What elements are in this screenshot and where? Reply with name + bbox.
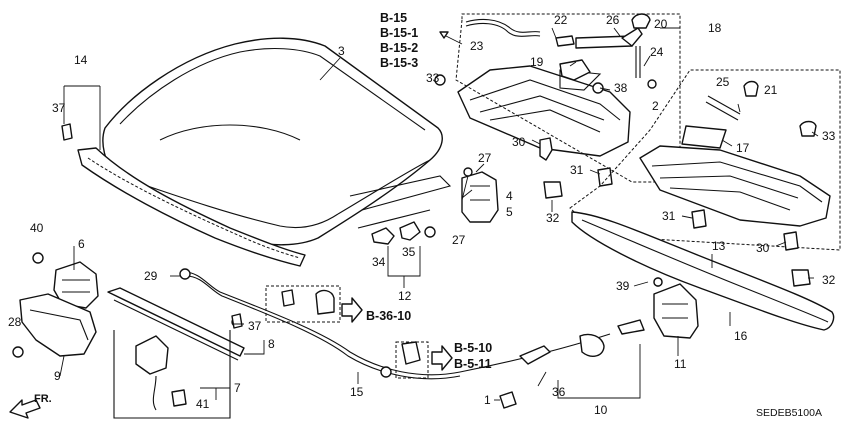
hood-reference-labels: B-15 B-15-1 B-15-2 B-15-3 bbox=[380, 11, 418, 70]
ref-b-36-10: B-36-10 bbox=[366, 309, 411, 323]
diagram-code: SEDEB5100A bbox=[756, 407, 822, 419]
callout-18: 18 bbox=[708, 21, 722, 35]
callout-8: 8 bbox=[268, 337, 275, 351]
callout-31b: 31 bbox=[662, 209, 676, 223]
hood-clips bbox=[371, 221, 436, 245]
rear-washer-parts bbox=[705, 80, 817, 137]
callout-40: 40 bbox=[30, 221, 44, 235]
callout-32b: 32 bbox=[822, 273, 836, 287]
hood-release-lever bbox=[653, 277, 699, 339]
callout-16: 16 bbox=[734, 329, 748, 343]
cable-ref-box bbox=[265, 285, 341, 323]
cable-ref-arrow bbox=[341, 297, 363, 323]
release-cable bbox=[183, 271, 645, 380]
callout-4: 4 bbox=[506, 189, 513, 203]
callout-33b: 33 bbox=[822, 129, 836, 143]
hood-hinge bbox=[461, 167, 499, 223]
callout-24: 24 bbox=[650, 45, 664, 59]
front-direction-arrow: FR. bbox=[9, 393, 52, 419]
cable-clip bbox=[499, 391, 517, 409]
callout-17: 17 bbox=[736, 141, 750, 155]
ref-b-15-2: B-15-2 bbox=[380, 41, 418, 55]
callout-9: 9 bbox=[54, 369, 61, 383]
callout-30a: 30 bbox=[512, 135, 526, 149]
cowl-top-lower bbox=[569, 69, 841, 251]
latch-ref-box bbox=[395, 341, 429, 379]
callout-41: 41 bbox=[196, 397, 210, 411]
callout-30b: 30 bbox=[756, 241, 770, 255]
callout-numbers: 3 14 37 40 6 28 9 29 37 8 7 41 15 12 34 … bbox=[8, 13, 836, 417]
callout-1: 1 bbox=[484, 393, 491, 407]
callout-21: 21 bbox=[764, 83, 778, 97]
cowl-clips-lower bbox=[691, 209, 811, 287]
callout-36: 36 bbox=[552, 385, 566, 399]
ref-b-5-11: B-5-11 bbox=[454, 357, 492, 371]
callout-28: 28 bbox=[8, 315, 22, 329]
callout-32a: 32 bbox=[546, 211, 560, 225]
ref-b-15-1: B-15-1 bbox=[380, 26, 418, 40]
cowl-seal bbox=[571, 211, 835, 331]
latch-reference-labels: B-5-10 B-5-11 bbox=[454, 341, 492, 371]
ref-b-15: B-15 bbox=[380, 11, 407, 25]
latch-bracket bbox=[12, 293, 97, 358]
ref-b-5-10: B-5-10 bbox=[454, 341, 492, 355]
callout-13: 13 bbox=[712, 239, 726, 253]
callout-26: 26 bbox=[606, 13, 620, 27]
callout-3: 3 bbox=[338, 44, 345, 58]
callout-31a: 31 bbox=[570, 163, 584, 177]
callout-27a: 27 bbox=[478, 151, 492, 165]
fasteners bbox=[61, 123, 663, 365]
callout-23: 23 bbox=[470, 39, 484, 53]
hood-support-rod bbox=[107, 287, 245, 361]
callout-5: 5 bbox=[506, 205, 513, 219]
hood-ref-arrowhead bbox=[439, 31, 449, 39]
latch-ref-arrow bbox=[431, 345, 453, 371]
callout-29: 29 bbox=[144, 269, 158, 283]
callout-6: 6 bbox=[78, 237, 85, 251]
callout-19: 19 bbox=[530, 55, 544, 69]
callout-37b: 37 bbox=[248, 319, 262, 333]
callout-7: 7 bbox=[234, 381, 241, 395]
latch-assembly bbox=[113, 330, 231, 419]
callout-38: 38 bbox=[614, 81, 628, 95]
callout-35: 35 bbox=[402, 245, 416, 259]
callout-14: 14 bbox=[74, 53, 88, 67]
hood-latch bbox=[32, 252, 99, 309]
callout-22: 22 bbox=[554, 13, 568, 27]
cowl-top-upper bbox=[455, 13, 681, 183]
callout-12: 12 bbox=[398, 289, 412, 303]
front-label: FR. bbox=[34, 393, 52, 405]
cowl-clips-upper bbox=[539, 137, 613, 199]
callout-37a: 37 bbox=[52, 101, 66, 115]
callout-20: 20 bbox=[654, 17, 668, 31]
callout-15: 15 bbox=[350, 385, 364, 399]
callout-10: 10 bbox=[594, 403, 608, 417]
callout-33: 33 bbox=[426, 71, 440, 85]
callout-2: 2 bbox=[652, 99, 659, 113]
callout-11: 11 bbox=[674, 357, 687, 371]
washer-hose-assembly bbox=[434, 13, 657, 94]
ref-b-15-3: B-15-3 bbox=[380, 56, 418, 70]
callout-25: 25 bbox=[716, 75, 730, 89]
callout-39: 39 bbox=[616, 279, 630, 293]
leader-lines bbox=[59, 27, 819, 401]
hood-front-seal bbox=[77, 147, 306, 267]
callout-34: 34 bbox=[372, 255, 386, 269]
callout-27b: 27 bbox=[452, 233, 466, 247]
